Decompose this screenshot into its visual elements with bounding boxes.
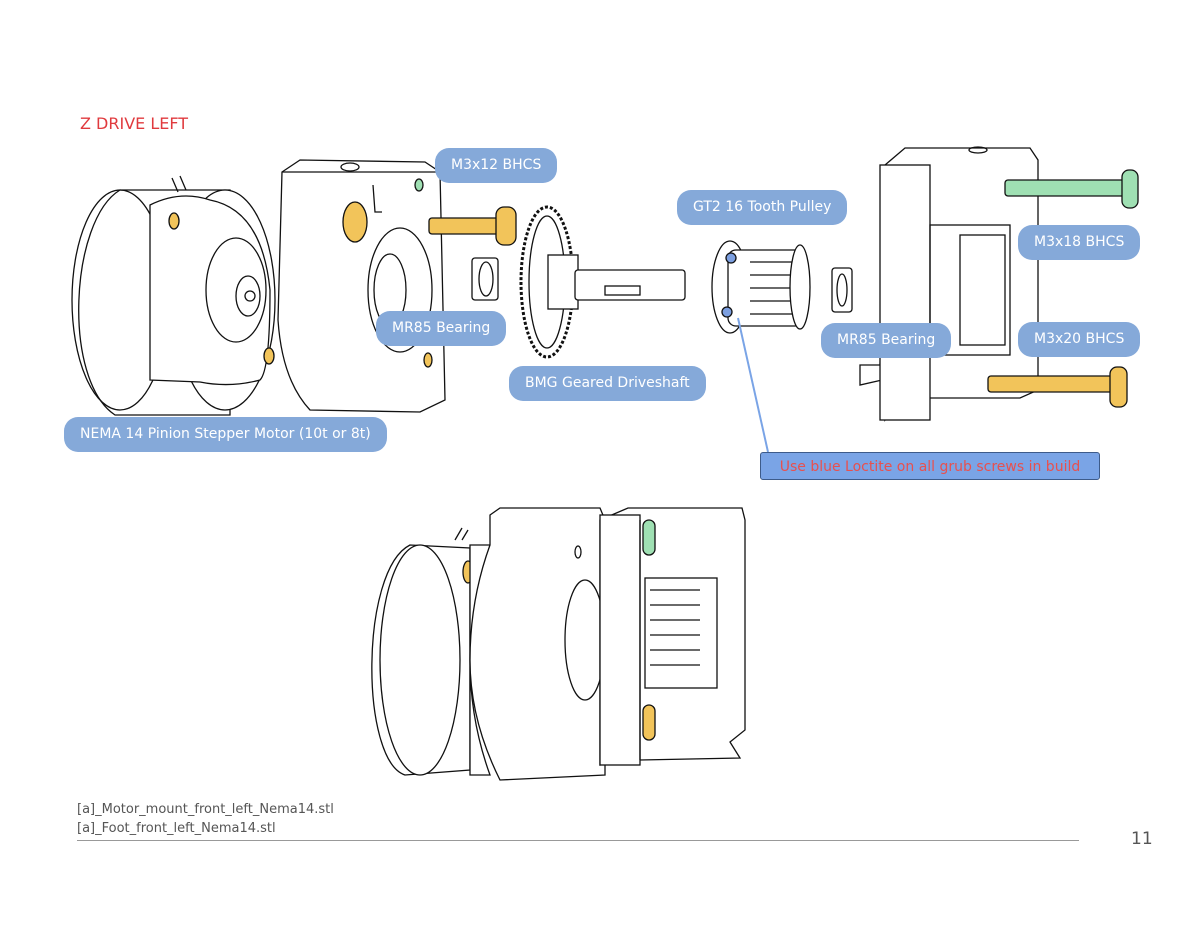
loctite-warning-box: Use blue Loctite on all grub screws in b… bbox=[760, 452, 1100, 480]
page-title: Z DRIVE LEFT bbox=[80, 114, 189, 133]
label-bmg-driveshaft: BMG Geared Driveshaft bbox=[509, 366, 706, 401]
label-m3x20-bhcs: M3x20 BHCS bbox=[1018, 322, 1141, 357]
stl-file-list: [a]_Motor_mount_front_left_Nema14.stl [a… bbox=[77, 800, 334, 838]
label-gt2-pulley: GT2 16 Tooth Pulley bbox=[677, 190, 848, 225]
label-mr85-bearing-right: MR85 Bearing bbox=[821, 323, 952, 358]
stl-file-name: [a]_Foot_front_left_Nema14.stl bbox=[77, 821, 276, 836]
stepper-motor-illustration bbox=[71, 175, 276, 416]
footer-divider bbox=[77, 840, 1079, 841]
m3x12-screw-illustration bbox=[428, 206, 517, 246]
left-bearing-illustration bbox=[471, 257, 499, 301]
gt2-pulley-illustration bbox=[711, 240, 811, 334]
bmg-gear-illustration bbox=[519, 205, 686, 359]
m3x18-screw-illustration bbox=[1004, 169, 1139, 209]
motor-mount-illustration bbox=[277, 159, 446, 413]
loctite-leader-line bbox=[737, 317, 769, 453]
page-number: 11 bbox=[1131, 829, 1153, 849]
m3x20-screw-illustration bbox=[987, 366, 1128, 408]
assembled-view-illustration bbox=[371, 507, 746, 781]
right-bearing-illustration bbox=[831, 267, 853, 313]
label-m3x18-bhcs: M3x18 BHCS bbox=[1018, 225, 1141, 260]
label-nema14-motor: NEMA 14 Pinion Stepper Motor (10t or 8t) bbox=[64, 417, 387, 452]
label-m3x12-bhcs: M3x12 BHCS bbox=[435, 148, 558, 183]
stl-file-name: [a]_Motor_mount_front_left_Nema14.stl bbox=[77, 802, 334, 817]
label-mr85-bearing-left: MR85 Bearing bbox=[376, 311, 507, 346]
